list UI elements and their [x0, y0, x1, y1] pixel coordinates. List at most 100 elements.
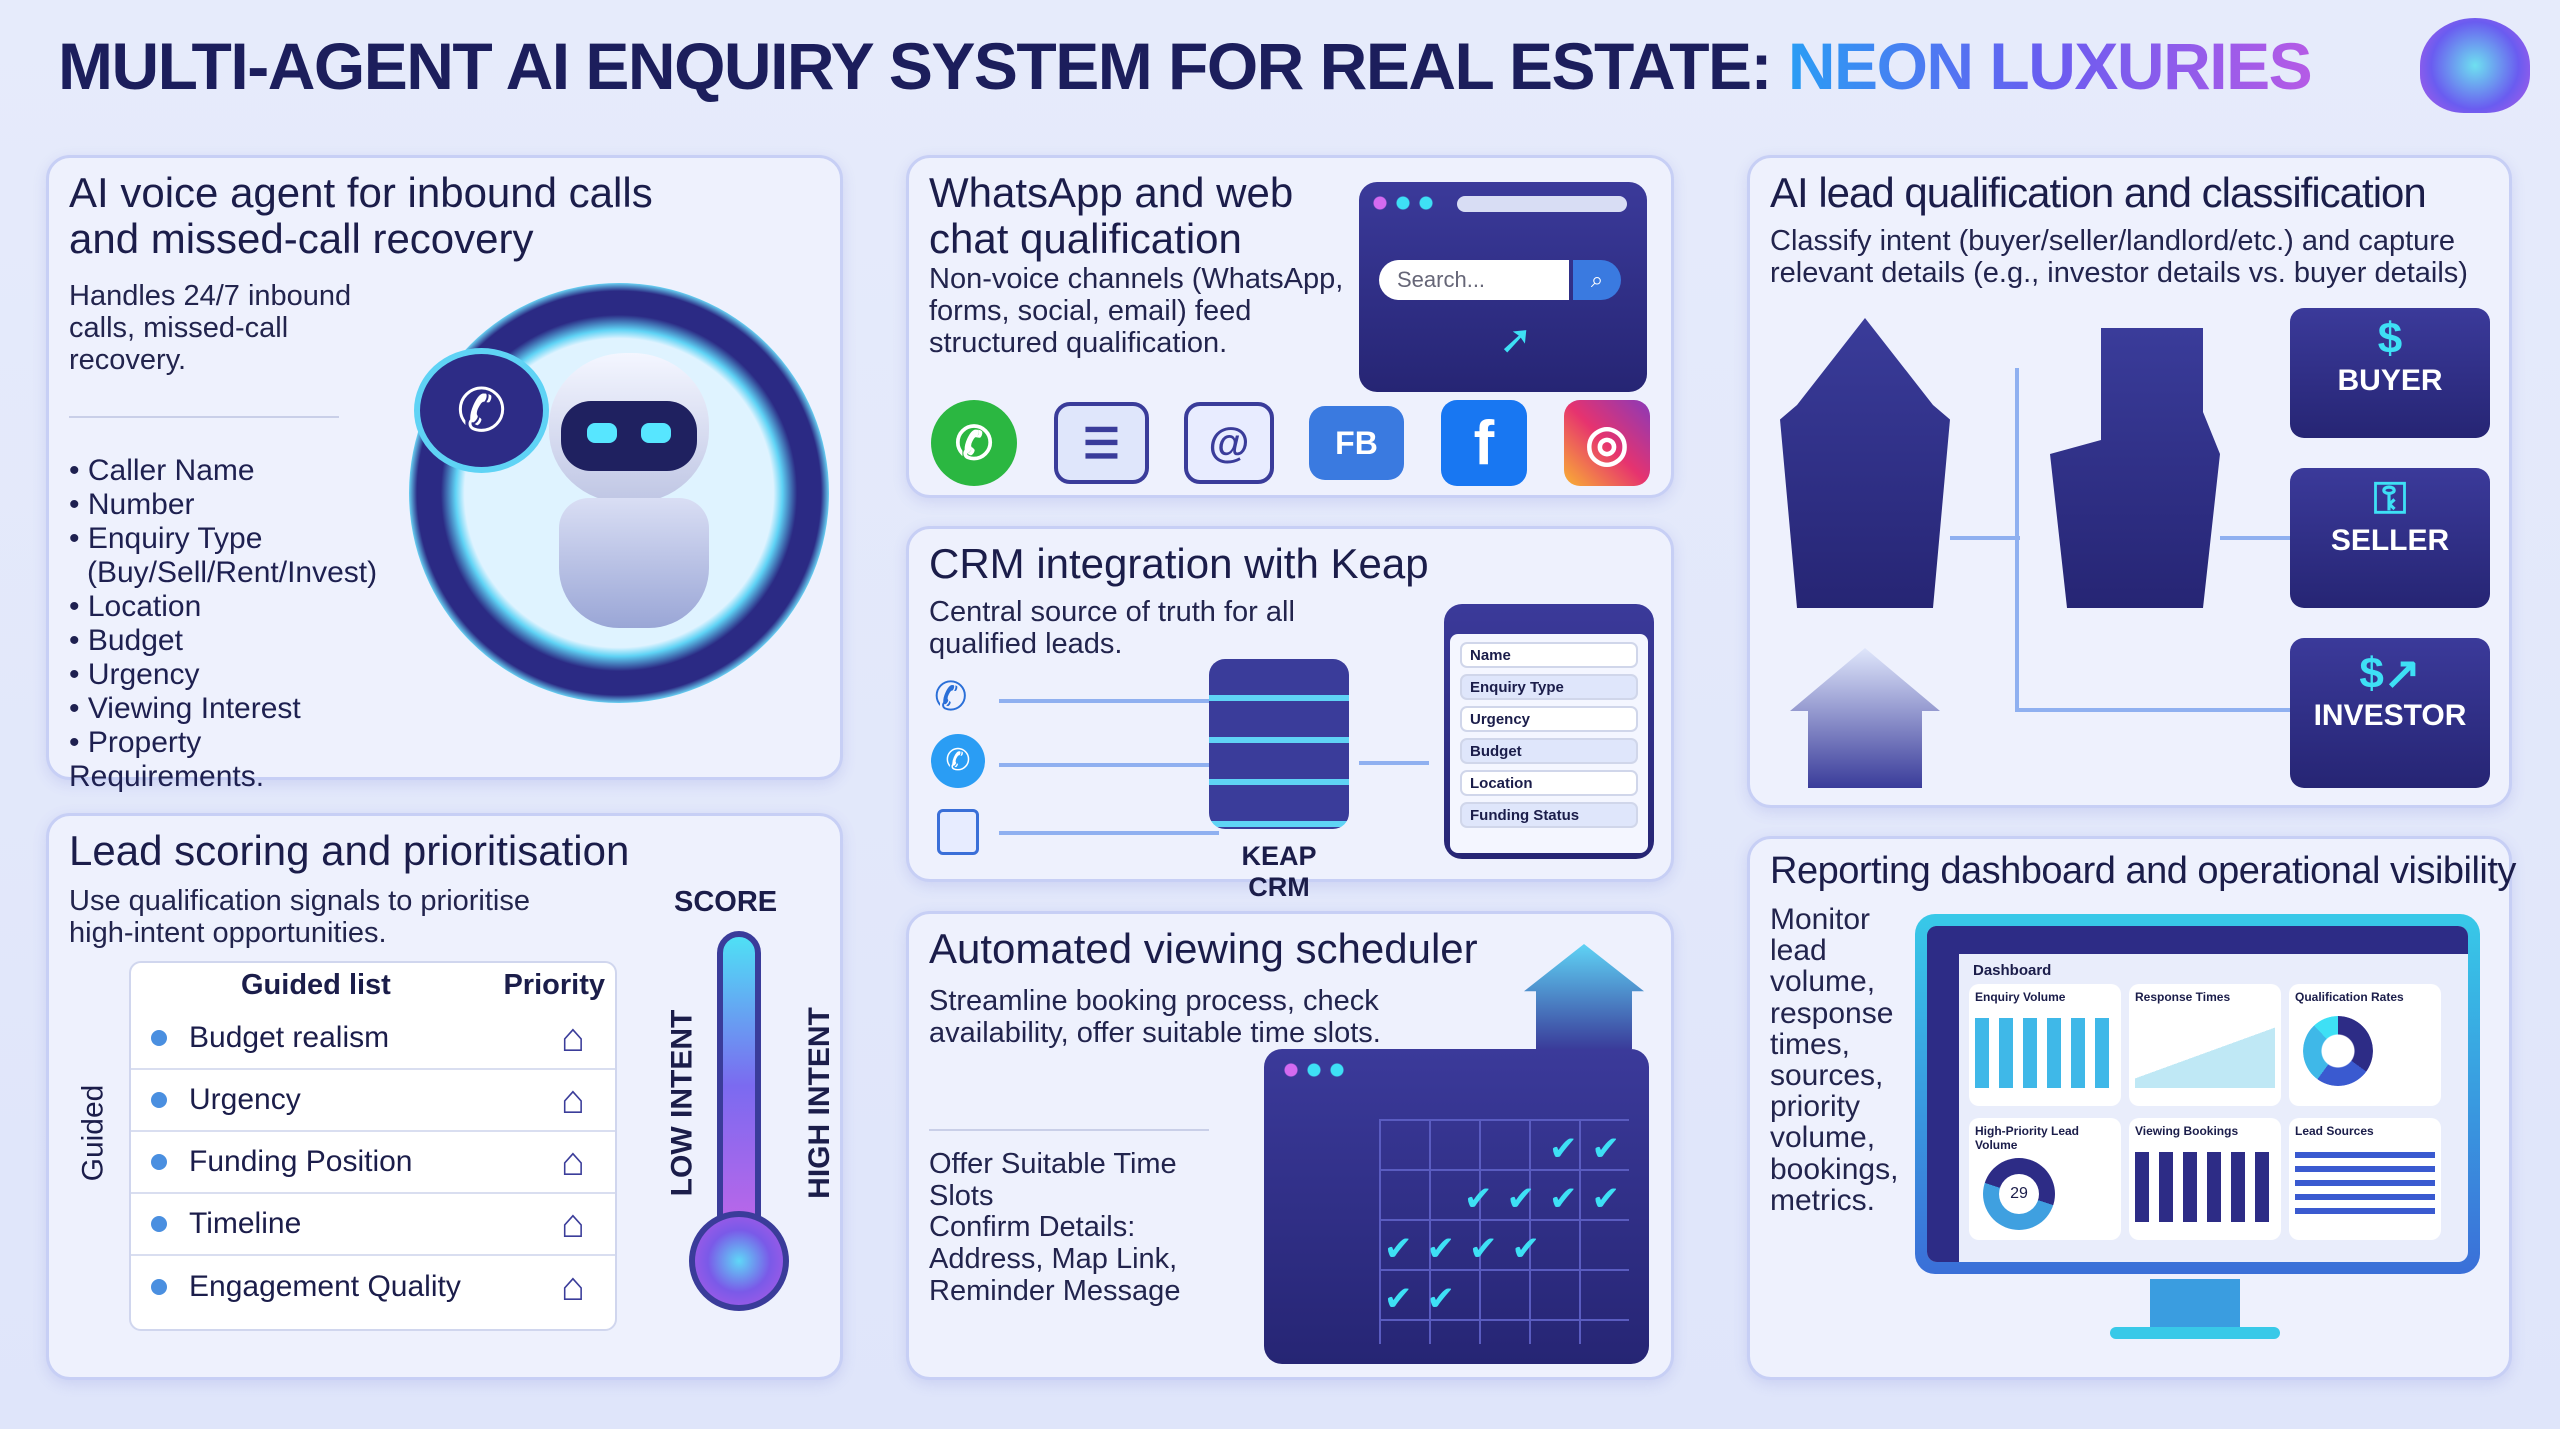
bullet-dot [151, 1154, 167, 1170]
brain-logo-icon [2420, 18, 2530, 113]
whatsapp-small-icon: ✆ [931, 734, 985, 788]
list-item: Engagement Quality⌂ [131, 1256, 615, 1318]
crm-desc: Central source of truth for all qualifie… [929, 596, 1295, 660]
browser-window: Search... ⌕ ➚ [1359, 182, 1647, 392]
buyer-card: $BUYER [2290, 308, 2490, 438]
list-item: • Viewing Interest [69, 692, 301, 725]
reporting-heading: Reporting dashboard and operational visi… [1770, 850, 2516, 892]
list-item: • Enquiry Type (Buy/Sell/Rent/Invest) [69, 522, 378, 589]
guided-side-label: Guided [76, 1084, 110, 1182]
scheduler-heading: Automated viewing scheduler [929, 925, 1478, 972]
window-dots [1373, 196, 1433, 210]
list-item: • Number [69, 488, 195, 521]
lead-scoring-panel: Lead scoring and prioritisation Use qual… [46, 813, 843, 1380]
response-times-card[interactable]: Response Times [2129, 984, 2281, 1106]
crm-field: Enquiry Type [1460, 674, 1638, 700]
keap-crm-label: KEAP CRM [1241, 841, 1317, 902]
bullet-dot [151, 1030, 167, 1046]
list-item: • Location [69, 590, 202, 623]
search-icon[interactable]: ⌕ [1573, 260, 1621, 300]
house-icon [1790, 648, 1940, 788]
lead-sources-card[interactable]: Lead Sources [2289, 1118, 2441, 1240]
dashboard-sidebar [1927, 926, 1959, 1262]
keap-server-stack-icon [1209, 659, 1349, 829]
divider [929, 1129, 1209, 1131]
crm-panel: CRM integration with Keap Central source… [906, 526, 1674, 902]
house-priority-icon: ⌂ [560, 1077, 585, 1122]
step-confirm-details: Confirm Details: Address, Map Link, Remi… [929, 1211, 1181, 1307]
instagram-icon: ◎ [1564, 400, 1650, 486]
brand-name: NEON LUXURIES [1787, 29, 2313, 103]
flow-line [1359, 761, 1429, 765]
thermometer-icon [717, 931, 761, 1241]
reporting-desc: Monitor lead volume, response times, sou… [1770, 903, 1899, 1217]
low-intent-label: LOW INTENT [665, 1009, 699, 1197]
classify-desc: Classify intent (buyer/seller/landlord/e… [1770, 225, 2468, 289]
list-item: Urgency⌂ [131, 1070, 615, 1132]
reporting-panel: Reporting dashboard and operational visi… [1747, 836, 2516, 1380]
list-item: • Caller Name [69, 454, 255, 487]
flow-line [2015, 368, 2019, 708]
score-label: SCORE [674, 886, 778, 918]
scoring-heading: Lead scoring and prioritisation [69, 827, 630, 874]
monitor-stand [2150, 1279, 2240, 1329]
voice-fields-list: • Caller Name • Number • Enquiry Type (B… [69, 454, 399, 794]
priority-header: Priority [503, 969, 605, 1001]
crm-field: Location [1460, 770, 1638, 796]
qualification-rates-card[interactable]: Qualification Rates [2289, 984, 2441, 1106]
list-item: Funding Position⌂ [131, 1132, 615, 1194]
bullet-dot [151, 1216, 167, 1232]
house-priority-icon: ⌂ [560, 1015, 585, 1060]
voice-heading: AI voice agent for inbound calls and mis… [69, 169, 653, 263]
house-bucket-icon [1780, 318, 1950, 608]
robot-agent-illustration [409, 283, 829, 703]
calendar-icon: ✔✔✔✔✔✔✔✔✔✔ ✔✔ [1264, 1049, 1649, 1364]
enquiry-volume-card[interactable]: Enquiry Volume [1969, 984, 2121, 1106]
chat-desc: Non-voice channels (WhatsApp, forms, soc… [929, 263, 1344, 359]
page-title: MULTI-AGENT AI ENQUIRY SYSTEM FOR REAL E… [58, 28, 2313, 104]
crm-field: Urgency [1460, 706, 1638, 732]
list-item: Timeline⌂ [131, 1194, 615, 1256]
email-icon: @ [1184, 402, 1274, 484]
investor-card: $↗INVESTOR [2290, 638, 2490, 788]
crm-heading: CRM integration with Keap [929, 540, 1429, 587]
flow-line [1950, 536, 2020, 540]
fb-video-icon: FB [1309, 406, 1404, 480]
calendar-grid[interactable] [1379, 1119, 1629, 1344]
guided-list-table: Guided list Priority Budget realism⌂ Urg… [129, 961, 617, 1331]
step-offer-slots: Offer Suitable Time Slots [929, 1148, 1177, 1212]
cursor-icon: ➚ [1499, 318, 1533, 362]
seller-card: ⚿SELLER [2290, 468, 2490, 608]
for-sale-sign-bucket-icon [2050, 328, 2220, 608]
title-main: MULTI-AGENT AI ENQUIRY SYSTEM FOR REAL E… [58, 29, 1773, 103]
monitor-base [2110, 1327, 2280, 1339]
search-input[interactable]: Search... [1379, 260, 1569, 300]
flow-line [999, 699, 1219, 703]
chat-qualification-panel: WhatsApp and web chat qualification Non-… [906, 155, 1674, 498]
list-item: • Property Requirements. [69, 726, 265, 793]
bullet-dot [151, 1279, 167, 1295]
scheduler-desc: Streamline booking process, check availa… [929, 985, 1381, 1049]
booked-slot-checks: ✔✔✔✔✔✔✔✔✔✔ ✔✔ [1384, 1130, 1704, 1318]
house-priority-icon: ⌂ [560, 1264, 585, 1309]
divider [69, 416, 339, 418]
form-icon [937, 809, 979, 855]
classify-heading: AI lead qualification and classification [1770, 169, 2427, 216]
crm-field: Budget [1460, 738, 1638, 764]
flow-line [999, 763, 1219, 767]
voice-agent-panel: AI voice agent for inbound calls and mis… [46, 155, 843, 793]
dashboard-title: Dashboard [1973, 962, 2052, 979]
list-item: Budget realism⌂ [131, 1008, 615, 1070]
list-item: • Urgency [69, 658, 200, 691]
dashboard-topbar [1927, 926, 2468, 954]
voice-desc: Handles 24/7 inbound calls, missed-call … [69, 280, 352, 376]
viewing-bookings-card[interactable]: Viewing Bookings [2129, 1118, 2281, 1240]
scheduler-panel: Automated viewing scheduler Streamline b… [906, 911, 1674, 1380]
thermometer-bulb [689, 1211, 789, 1311]
scoring-desc: Use qualification signals to prioritise … [69, 885, 530, 949]
phone-chat-bubble-icon: ✆ [414, 348, 549, 473]
house-icon [1524, 944, 1644, 1049]
guided-list-header: Guided list [241, 969, 391, 1001]
web-form-icon: ☰ [1054, 402, 1149, 484]
